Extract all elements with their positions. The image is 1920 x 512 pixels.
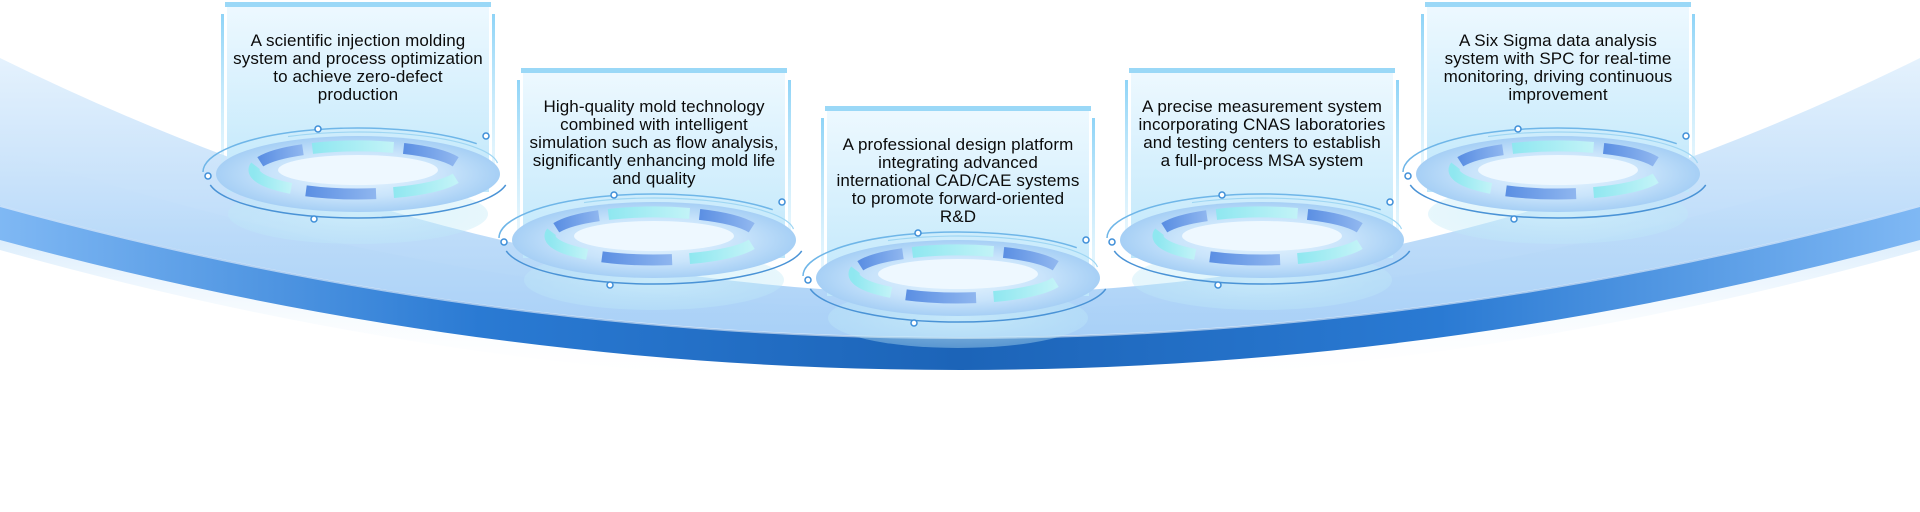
card-5-text: A Six Sigma data analysis system with SP… <box>1443 31 1673 104</box>
podium-4 <box>1106 68 1411 310</box>
card-right-edge <box>788 80 791 240</box>
orbit-node <box>1514 125 1522 133</box>
ring-segment <box>402 142 459 167</box>
card-3-text: A professional design platform integrati… <box>836 135 1080 226</box>
ring-segment <box>1593 173 1659 199</box>
orbit-line <box>809 288 1107 323</box>
orbit-line <box>802 231 1077 277</box>
orbit-line <box>887 235 1099 268</box>
orbit-node <box>314 125 322 133</box>
ring-segment <box>1511 140 1595 154</box>
card-left-edge <box>517 80 520 240</box>
card-right-edge <box>1692 14 1695 174</box>
orbit-line <box>1402 127 1677 173</box>
orbit-node <box>1218 191 1226 199</box>
card-2-text: High-quality mold technology combined wi… <box>529 97 779 188</box>
orbit-node <box>610 191 618 199</box>
ring-segment <box>1161 210 1208 233</box>
podium-1 <box>202 2 507 244</box>
orbit-node <box>1214 281 1222 289</box>
card-left-edge <box>1421 14 1424 174</box>
orbit-line <box>505 250 803 285</box>
card-top-edge <box>521 68 787 73</box>
orbit-node <box>606 281 614 289</box>
ring-segment <box>305 185 377 200</box>
card-left-edge <box>221 14 224 174</box>
ring-segment <box>248 162 293 194</box>
orbit-node <box>1404 172 1412 180</box>
podium-group <box>202 2 1707 348</box>
ring-segment <box>544 228 589 260</box>
orbit-node <box>1082 236 1090 244</box>
card-left-edge <box>1125 80 1128 240</box>
ring-segment <box>1152 228 1197 260</box>
ring-segment <box>1457 144 1504 167</box>
arc-dark-band <box>0 205 1920 370</box>
orbit-node <box>204 172 212 180</box>
ring-segment <box>311 140 395 154</box>
card-top-edge <box>825 106 1091 111</box>
card-1-text: A scientific injection molding system an… <box>233 31 483 104</box>
orbit-line <box>583 197 795 230</box>
orbit-line <box>202 127 477 173</box>
podium-5 <box>1402 2 1707 244</box>
ring-segment <box>553 210 600 233</box>
ring-segment <box>1215 206 1299 220</box>
ring-segment <box>601 251 673 266</box>
ring-segment <box>257 144 304 167</box>
ring-segment <box>689 239 755 265</box>
arc-light-band <box>0 58 1920 338</box>
orbit-line <box>498 193 773 239</box>
orbit-node <box>1386 198 1394 206</box>
ring-segment <box>1306 208 1363 233</box>
podium-2 <box>498 68 803 310</box>
orbit-node <box>1682 132 1690 140</box>
card-left-edge <box>821 118 824 278</box>
card-right-edge <box>1092 118 1095 278</box>
card-right-edge <box>492 14 495 174</box>
orbit-line <box>1409 184 1707 219</box>
card-4-text: A precise measurement system incorporati… <box>1138 97 1386 170</box>
ring-segment <box>911 244 995 258</box>
card-top-edge <box>1425 2 1691 7</box>
ring-segment <box>993 277 1059 303</box>
orbit-line <box>1113 250 1411 285</box>
orbit-line <box>1191 197 1403 230</box>
orbit-node <box>778 198 786 206</box>
ring-segment <box>607 206 691 220</box>
ring-hole <box>1478 155 1638 185</box>
ring-segment <box>1448 162 1493 194</box>
ring-hole <box>574 221 734 251</box>
ring-segment <box>1505 185 1577 200</box>
orbit-node <box>500 238 508 246</box>
orbit-node <box>310 215 318 223</box>
ring-segment <box>857 248 904 271</box>
orbit-line <box>287 131 499 164</box>
ring-segment <box>1602 142 1659 167</box>
ring-hole <box>878 259 1038 289</box>
orbit-node <box>914 229 922 237</box>
ring-segment <box>698 208 755 233</box>
orbit-node <box>1510 215 1518 223</box>
ring-segment <box>848 266 893 298</box>
ring-segment <box>905 289 977 304</box>
orbit-node <box>804 276 812 284</box>
orbit-node <box>910 319 918 327</box>
ring-segment <box>1002 246 1059 271</box>
orbit-line <box>209 184 507 219</box>
ring-segment <box>393 173 459 199</box>
ring-hole <box>278 155 438 185</box>
ring-segment <box>1297 239 1363 265</box>
podium-3 <box>802 106 1107 348</box>
card-right-edge <box>1396 80 1399 240</box>
orbit-line <box>1106 193 1381 239</box>
orbit-line <box>1487 131 1699 164</box>
card-top-edge <box>1129 68 1395 73</box>
ring-segment <box>1209 251 1281 266</box>
card-top-edge <box>225 2 491 7</box>
ring-hole <box>1182 221 1342 251</box>
orbit-node <box>482 132 490 140</box>
orbit-node <box>1108 238 1116 246</box>
